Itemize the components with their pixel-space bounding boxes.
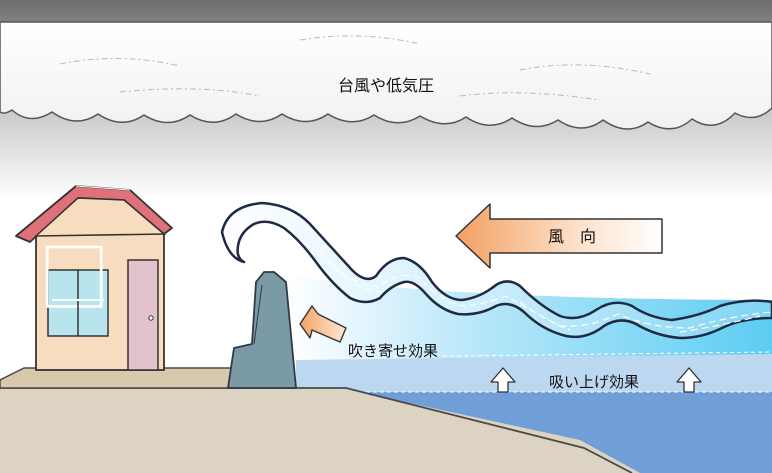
house-window — [45, 245, 109, 337]
cloud-label: 台風や低気圧 — [338, 76, 434, 95]
wave-foam-lines — [317, 249, 772, 333]
surge-water-line — [295, 351, 772, 359]
land-platform — [0, 367, 235, 389]
suction-up-arrow-right — [676, 367, 702, 393]
house-door — [127, 259, 159, 371]
house — [15, 185, 173, 371]
suction-up-arrow-left — [490, 367, 516, 393]
ground — [0, 388, 640, 473]
breaking-wave — [220, 201, 772, 340]
storm-cloud: 台風や低気圧 — [0, 21, 772, 130]
wind-setup-arrow — [299, 305, 347, 343]
wind-direction-label: 風 向 — [548, 227, 596, 246]
surge-layer — [296, 352, 772, 392]
suction-effect-label: 吸い上げ効果 — [549, 373, 639, 391]
seawall — [227, 271, 297, 389]
wind-direction-arrow: 風 向 — [455, 203, 663, 269]
wind-setup-label: 吹き寄せ効果 — [348, 342, 438, 360]
